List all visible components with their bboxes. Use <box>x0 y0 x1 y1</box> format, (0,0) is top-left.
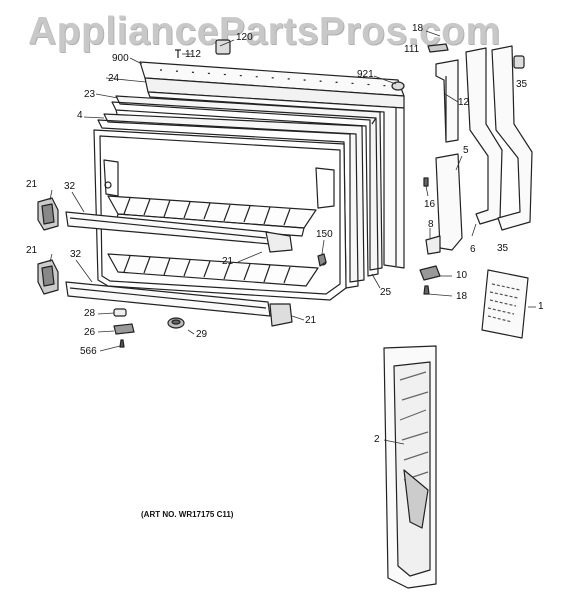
screw-112 <box>175 49 181 58</box>
callout-29: 29 <box>196 329 208 340</box>
callout-18-top: 18 <box>412 23 424 34</box>
leader-lines <box>49 30 536 445</box>
callout-24: 24 <box>108 73 120 84</box>
callout-16: 16 <box>424 199 436 210</box>
callout-18-bottom: 18 <box>456 291 468 302</box>
upper-shelf-bar <box>65 211 293 253</box>
callout-2: 2 <box>374 434 380 445</box>
callout-10: 10 <box>456 270 468 281</box>
art-number-caption: (ART NO. WR17175 C11) <box>141 510 234 519</box>
callout-900: 900 <box>112 53 129 64</box>
callout-6: 6 <box>470 244 476 255</box>
callout-8: 8 <box>428 219 434 230</box>
handle-bracket-6 <box>465 47 503 225</box>
callout-5: 5 <box>463 145 469 156</box>
watermark: AppliancePartsPros.com <box>28 10 501 53</box>
bushing-29 <box>167 317 185 329</box>
callout-111: 111 <box>404 44 420 55</box>
screw-18-lower <box>423 285 430 295</box>
callout-1: 1 <box>538 301 544 312</box>
callout-21-lower-left: 21 <box>26 245 38 256</box>
callout-25: 25 <box>380 287 392 298</box>
callout-112: 112 <box>185 49 201 60</box>
cap-120 <box>215 39 231 55</box>
callout-12: 12 <box>458 97 470 108</box>
shelf-end-cap-upper-left <box>37 197 59 231</box>
hinge-bracket-small <box>113 323 135 335</box>
stop-10 <box>419 265 441 281</box>
handle-35 <box>491 45 533 231</box>
callout-21-upper-left: 21 <box>26 179 38 190</box>
callout-35-top: 35 <box>516 79 528 90</box>
callout-21-center: 21 <box>222 256 234 267</box>
screw-16 <box>423 177 429 187</box>
callout-150: 150 <box>316 229 333 240</box>
door-stop-8 <box>425 235 441 255</box>
callout-32-upper: 32 <box>64 181 76 192</box>
door-stop-clip <box>113 308 127 317</box>
screw-566 <box>119 339 125 348</box>
owners-manual <box>481 269 529 339</box>
trim-piece-35-small <box>513 55 525 69</box>
callout-32-lower: 32 <box>70 249 82 260</box>
door-top-cap <box>139 61 405 109</box>
bracket-111 <box>427 43 449 53</box>
callout-4: 4 <box>77 110 83 121</box>
callout-35-bottom: 35 <box>497 243 509 254</box>
callout-120: 120 <box>236 32 253 43</box>
callout-566: 566 <box>80 346 97 357</box>
callout-23: 23 <box>84 89 96 100</box>
door-panel-insulation <box>383 345 437 589</box>
hinge-bracket-12 <box>435 59 459 143</box>
outer-door-panel <box>147 91 405 269</box>
callout-26: 26 <box>84 327 96 338</box>
callout-921: 921 <box>357 69 374 80</box>
lower-shelf-bar <box>65 281 293 327</box>
door-liner <box>93 129 347 301</box>
hinge-bracket-5 <box>435 153 463 251</box>
screw-150 <box>317 253 327 267</box>
shelf-end-cap-lower-left <box>37 259 59 295</box>
callout-21-right: 21 <box>305 315 317 326</box>
callout-28: 28 <box>84 308 96 319</box>
